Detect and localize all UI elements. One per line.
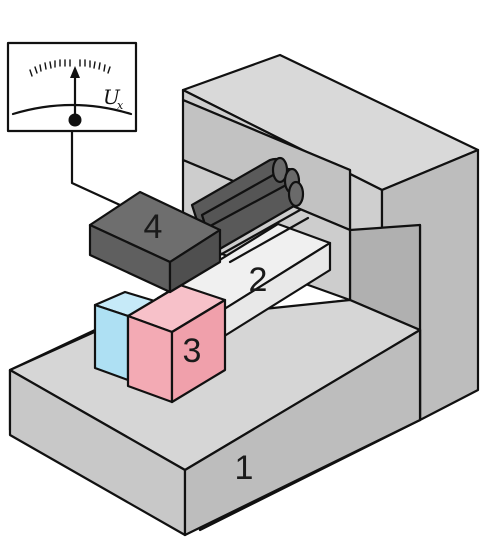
rod-end-3 [287, 180, 305, 208]
sensor-right-face [168, 228, 222, 294]
meter-pivot [68, 113, 82, 127]
guide-line-2 [228, 216, 310, 264]
label-base: 1 [235, 449, 254, 487]
guide-line-1 [218, 208, 302, 257]
meter-needle-arrow [70, 66, 80, 78]
pink-block-front [126, 314, 174, 404]
meter-scale-arc [11, 103, 133, 116]
label-plate: 2 [249, 261, 268, 299]
label-sensor: 4 [144, 208, 163, 246]
meter-symbol: U [103, 85, 121, 109]
meter-ticks [29, 59, 111, 77]
meter-wire [70, 128, 122, 207]
label-block: 3 [183, 332, 202, 370]
voltmeter: U x [6, 41, 138, 133]
rod-end-1 [271, 156, 289, 184]
meter-subscript: x [117, 99, 124, 112]
pink-block-right [170, 298, 227, 404]
base-front-right-face [183, 328, 422, 537]
rods [190, 156, 310, 264]
blue-block-front [93, 303, 130, 382]
